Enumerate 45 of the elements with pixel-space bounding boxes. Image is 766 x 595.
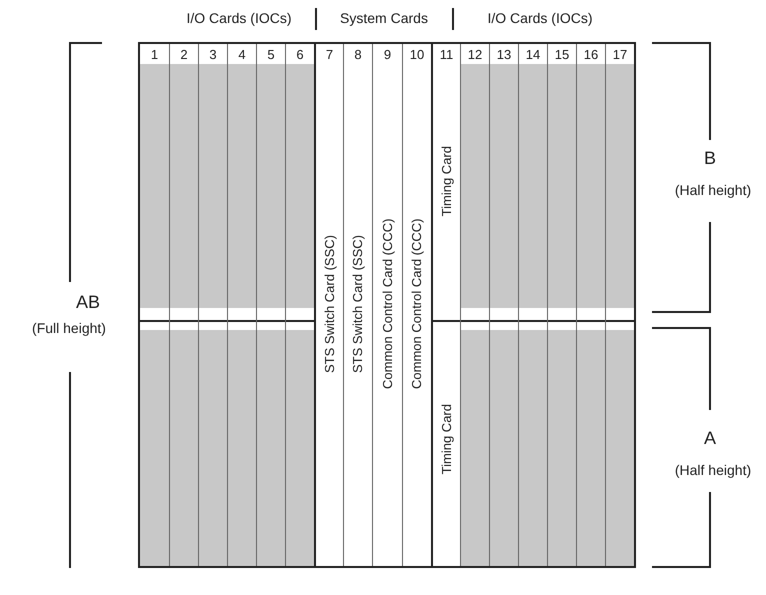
slot-number: 15 bbox=[554, 47, 570, 63]
card-label: STS Switch Card (SSC) bbox=[350, 234, 366, 375]
io-card-slot bbox=[285, 44, 314, 566]
slot-number: 9 bbox=[382, 47, 392, 63]
io-card-slot bbox=[489, 44, 518, 566]
card-label: Timing Card bbox=[438, 146, 454, 216]
slot-number: 12 bbox=[466, 47, 484, 63]
height-label: AB bbox=[74, 292, 101, 312]
height-note: (Half height) bbox=[674, 181, 752, 200]
card-label: STS Switch Card (SSC) bbox=[322, 234, 338, 375]
card-label: Common Control Card (CCC) bbox=[380, 218, 396, 392]
slot-number: 10 bbox=[408, 47, 426, 63]
io-card-slot bbox=[605, 44, 634, 566]
slot-number: 13 bbox=[496, 47, 512, 63]
height-note: (Half height) bbox=[674, 461, 752, 480]
io-card-slot bbox=[169, 44, 198, 566]
height-note: (Full height) bbox=[31, 319, 107, 338]
slot-number: 5 bbox=[266, 47, 276, 63]
height-label: B bbox=[702, 148, 717, 168]
slot-number: 4 bbox=[237, 47, 247, 63]
slot-number: 14 bbox=[524, 47, 542, 63]
height-label: A bbox=[702, 428, 717, 448]
card-label: Timing Card bbox=[438, 404, 454, 474]
io-card-slot bbox=[227, 44, 256, 566]
section-heading: I/O Cards (IOCs) bbox=[185, 9, 292, 28]
card-label: Common Control Card (CCC) bbox=[409, 218, 425, 392]
io-card-slot bbox=[256, 44, 285, 566]
io-card-slot bbox=[547, 44, 576, 566]
slot-number: 3 bbox=[208, 47, 218, 63]
slot-number: 1 bbox=[150, 47, 160, 63]
slot-number: 8 bbox=[353, 47, 363, 63]
slot-number: 7 bbox=[324, 47, 334, 63]
slot-number: 16 bbox=[582, 47, 600, 63]
slot-number: 17 bbox=[612, 47, 628, 63]
section-heading: System Cards bbox=[339, 9, 429, 28]
io-card-slot bbox=[576, 44, 605, 566]
section-heading: I/O Cards (IOCs) bbox=[486, 9, 594, 28]
card-chassis bbox=[138, 42, 636, 568]
io-card-slot bbox=[460, 44, 489, 566]
io-card-slot bbox=[198, 44, 227, 566]
slot-number: 2 bbox=[179, 47, 189, 63]
slot-number: 6 bbox=[295, 47, 305, 63]
slot-number: 11 bbox=[438, 47, 454, 63]
system-card-slot bbox=[431, 44, 460, 566]
io-card-slot bbox=[518, 44, 547, 566]
